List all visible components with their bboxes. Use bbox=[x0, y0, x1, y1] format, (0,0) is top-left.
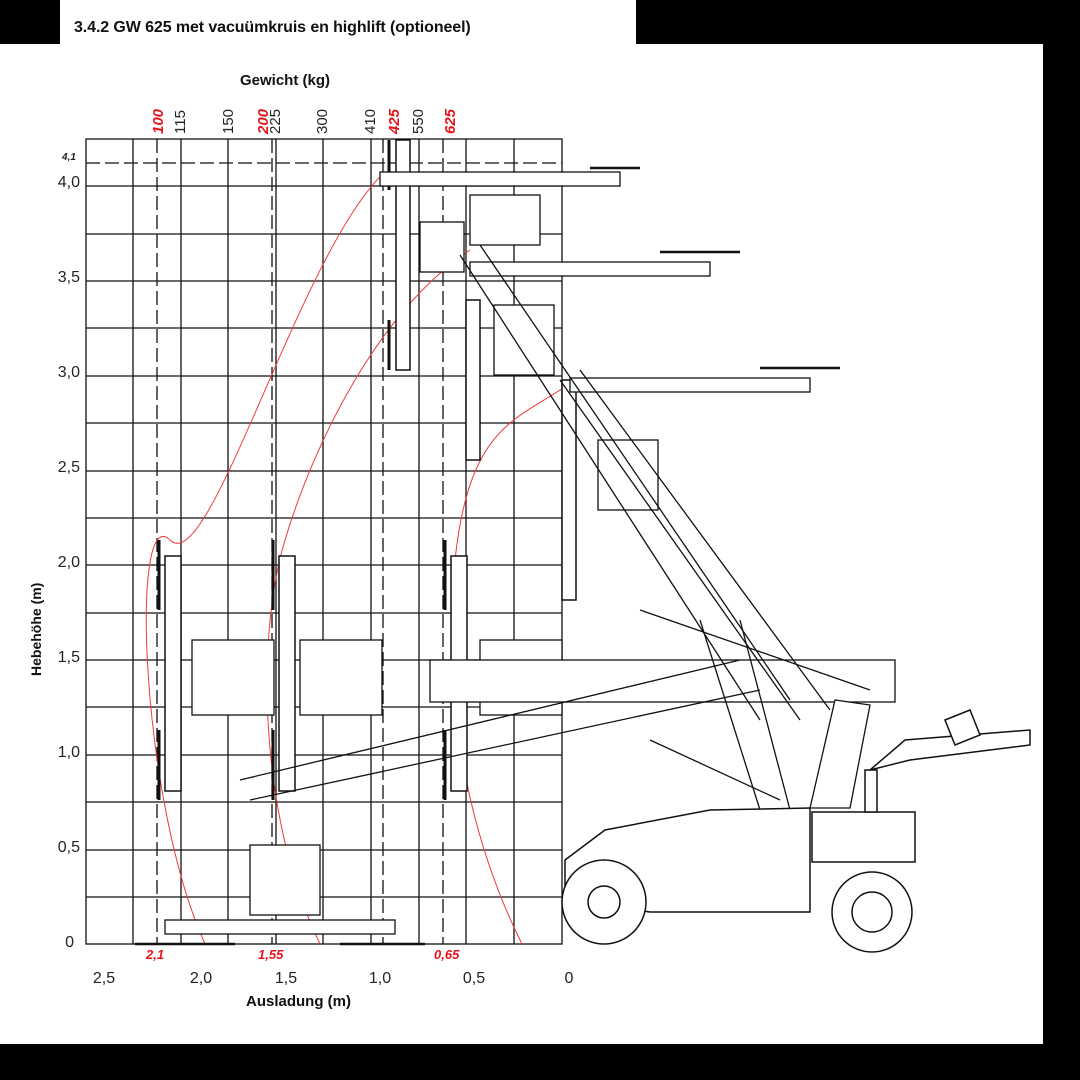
x-tick-1-5: 1,5 bbox=[274, 970, 298, 987]
weight-label-100: 100 bbox=[150, 108, 167, 134]
weight-label-410: 410 bbox=[362, 108, 379, 134]
wheels bbox=[561, 859, 913, 953]
y-tick-2-0: 2,0 bbox=[57, 554, 80, 571]
y-tick-0: 0 bbox=[65, 934, 74, 951]
y-tick-1-5: 1,5 bbox=[57, 649, 80, 666]
y-tick-1-0: 1,0 bbox=[57, 744, 80, 761]
horizontal-pads bbox=[135, 166, 840, 946]
reference-dash-lines bbox=[86, 139, 562, 944]
y-tick-0-5: 0,5 bbox=[57, 839, 80, 856]
x-tick-0: 0 bbox=[564, 970, 574, 987]
vacuum-pads-vertical bbox=[157, 140, 447, 800]
y-tick-3-5: 3,5 bbox=[57, 269, 80, 286]
weight-label-115: 115 bbox=[172, 110, 189, 134]
weight-label-150: 150 bbox=[220, 108, 237, 134]
weight-label-625: 625 bbox=[442, 108, 459, 134]
x-tick-1-0: 1,0 bbox=[368, 970, 392, 987]
x-tick-2-5: 2,5 bbox=[92, 970, 116, 987]
horizontal-arms bbox=[164, 171, 896, 935]
reach-marker-0-65: 0,65 bbox=[434, 947, 460, 962]
x-axis-title: Ausladung (m) bbox=[246, 993, 351, 1010]
section-title: 3.4.2 GW 625 met vacuümkruis en highlift… bbox=[74, 19, 471, 36]
weight-label-425: 425 bbox=[386, 108, 403, 134]
booms bbox=[239, 244, 871, 811]
x-tick-2-0: 2,0 bbox=[189, 970, 213, 987]
y-tick-3-0: 3,0 bbox=[57, 364, 80, 381]
reach-marker-2-1: 2,1 bbox=[146, 947, 165, 962]
y-axis-title: Hebehöhe (m) bbox=[28, 582, 44, 676]
y-tick-4-0: 4,0 bbox=[57, 174, 80, 191]
x-tick-0-5: 0,5 bbox=[462, 970, 486, 987]
vertical-column bbox=[809, 699, 871, 809]
top-axis-title: Gewicht (kg) bbox=[240, 72, 331, 89]
y-tick-2-5: 2,5 bbox=[57, 459, 80, 476]
weight-label-225: 225 bbox=[267, 108, 284, 134]
max-height-marker: 4,1 bbox=[62, 152, 76, 163]
weight-label-300: 300 bbox=[314, 108, 331, 134]
reach-marker-1-55: 1,55 bbox=[258, 947, 284, 962]
reach-arcs bbox=[145, 171, 576, 945]
title-strip bbox=[60, 0, 636, 44]
lifting-head-housings bbox=[191, 194, 659, 916]
weight-label-550: 550 bbox=[410, 108, 427, 134]
